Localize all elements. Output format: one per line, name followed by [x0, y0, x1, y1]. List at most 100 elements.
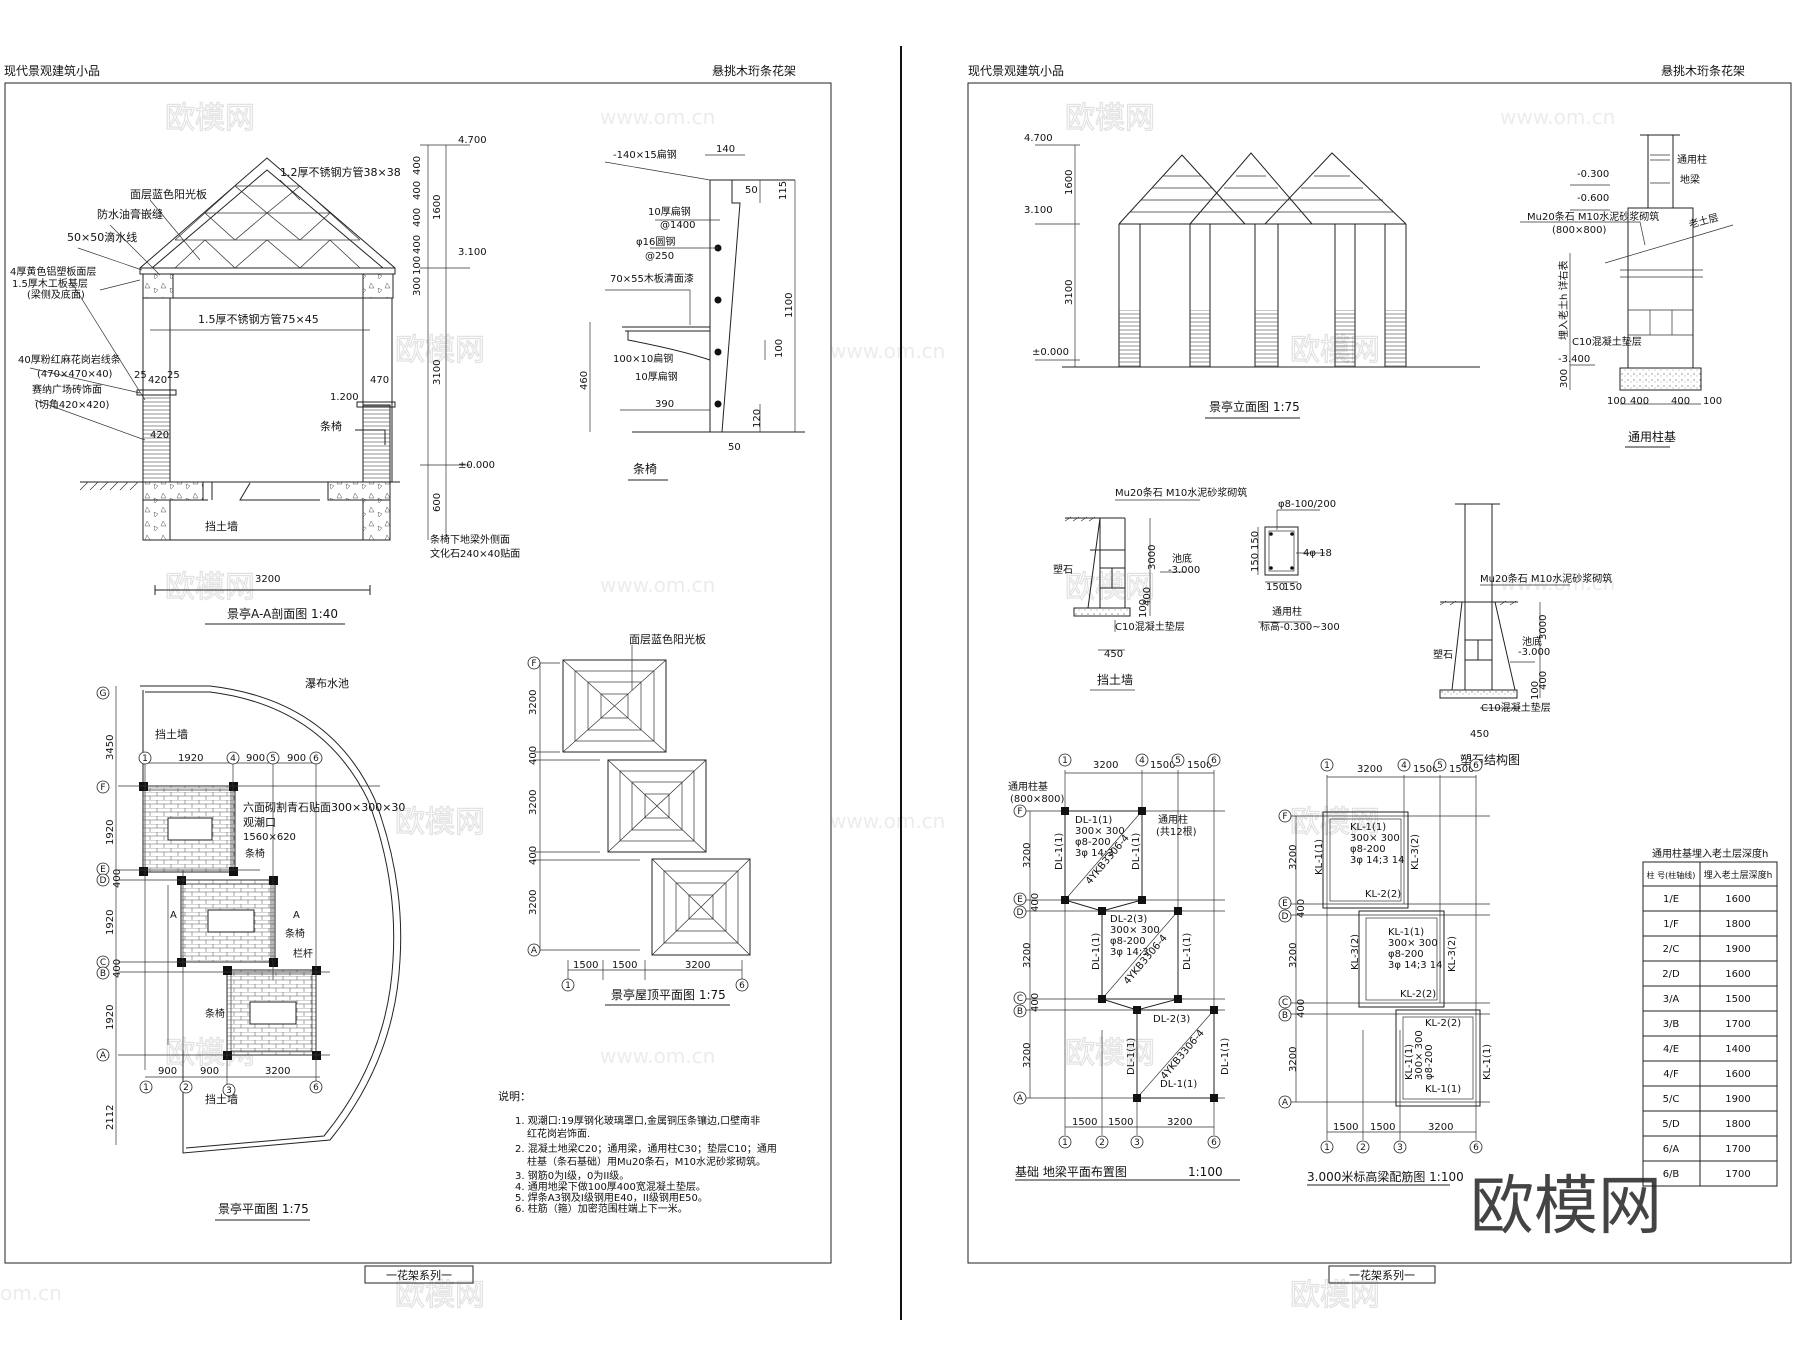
axis-label: 1	[1062, 1138, 1068, 1148]
axis-label: 2	[1099, 1138, 1105, 1148]
label: 塑石	[1433, 649, 1453, 661]
dim: 1600	[1064, 170, 1075, 195]
note-line: 2. 混凝土地梁C20；通用梁，通用柱C30；垫层C10；通用	[515, 1142, 777, 1155]
axis-label: 1	[565, 981, 571, 991]
drawing-scale: 1:100	[1188, 1165, 1223, 1179]
axis-label: A	[531, 946, 538, 956]
elevation-mark: 4.700	[1024, 133, 1053, 144]
dim: 3200	[528, 890, 539, 915]
watermark: www.om.cn	[830, 809, 945, 833]
label: @1400	[660, 220, 695, 231]
beam-label: 300× 300	[1350, 833, 1400, 844]
axis-label: 6	[313, 1083, 319, 1093]
axis-label: 6	[313, 754, 319, 764]
label: Mu20条石 M10水泥砂浆砌筑	[1480, 572, 1612, 585]
dim: 400	[412, 181, 423, 200]
dim: 400	[1030, 993, 1041, 1012]
table-cell-column-id: 6/B	[1663, 1169, 1680, 1180]
watermark: 欧模网	[1065, 101, 1155, 136]
label: 1.5厚木工板基层	[12, 277, 88, 290]
label: 标高-0.300~300	[1260, 620, 1340, 633]
dim: 150	[1266, 582, 1285, 593]
dim: 50	[745, 185, 758, 196]
label: 通用柱	[1677, 153, 1707, 166]
label: 池底	[1172, 552, 1192, 565]
label: (800×800)	[1552, 225, 1606, 236]
table-cell-column-id: 2/D	[1662, 969, 1680, 980]
axis-label: E	[100, 865, 106, 875]
label: 10厚扁钢	[648, 205, 691, 218]
table-header: 埋入老土层深度h	[1704, 869, 1773, 881]
label: 栏杆	[293, 947, 313, 960]
dim: 1500	[1449, 764, 1474, 775]
axis-label: D	[1282, 912, 1289, 922]
beam-label: 300× 300	[1110, 925, 1160, 936]
beam-label: 300× 300	[1388, 938, 1438, 949]
dim: 900	[287, 753, 306, 764]
dim: 3200	[1428, 1122, 1453, 1133]
sheet-footer: 一花架系列一	[1349, 1268, 1415, 1282]
dim: 300	[412, 277, 423, 296]
beam-label: KL-3(2)	[1447, 936, 1458, 972]
dim: 450	[1104, 649, 1123, 660]
label: 挡土墙	[155, 727, 188, 741]
beam-label: KL-2(2)	[1365, 889, 1401, 900]
dim: 3100	[432, 360, 443, 385]
dim: 25	[134, 370, 147, 381]
label: 塑石	[1053, 564, 1073, 576]
beam-label: 3φ 14;3	[1110, 947, 1149, 958]
section-dims-right: 400 400 400 400 1600 100 300 3100 600	[412, 156, 443, 512]
dim: 150	[1250, 553, 1261, 572]
dim: 3200	[1022, 843, 1033, 868]
dim: 600	[432, 493, 443, 512]
table-cell-depth: 1900	[1725, 1094, 1750, 1105]
axis-label: 3	[226, 1086, 232, 1096]
beam-label: KL-3(2)	[1410, 834, 1421, 870]
watermark: www.om.cn	[1500, 105, 1615, 129]
watermark: www.om.cn	[830, 339, 945, 363]
beam-label: DL-1(1)	[1126, 1038, 1137, 1075]
dim: 400	[412, 208, 423, 227]
label: 面层蓝色阳光板	[130, 187, 207, 201]
elevation-mark: 1.200	[330, 392, 359, 403]
watermark: www.om.cn	[600, 105, 715, 129]
elevation-mark: -3.000	[1518, 647, 1550, 658]
label: Mu20条石 M10水泥砂浆砌筑	[1115, 486, 1247, 499]
dim: 3000	[1538, 615, 1549, 640]
label: φ8-100/200	[1278, 499, 1336, 510]
beam-3000-plan-drawing	[1290, 775, 1490, 1186]
axis-label: E	[1282, 899, 1288, 909]
slab-label: 4YKB3306-4	[1159, 1028, 1207, 1082]
axis-label: 1	[1324, 1143, 1330, 1153]
label: 瀑布水池	[305, 677, 349, 690]
dim: 1500	[573, 960, 598, 971]
dim: 3450	[105, 735, 116, 760]
axis-label: 6	[739, 981, 745, 991]
label: 地梁	[1680, 173, 1700, 186]
beam-label: φ8-200	[1424, 1044, 1435, 1080]
label: 赛纳广场砖饰面	[32, 383, 102, 396]
dim: 400	[1030, 893, 1041, 912]
axis-label: 6	[1211, 756, 1217, 766]
axis-label: 2	[1360, 1143, 1366, 1153]
sheet-header-right: 悬挑木珩条花架	[1661, 63, 1745, 78]
general-notes: 说明： 1. 观潮口:19厚钢化玻璃罩口,金属铜压条镶边,口壁南非 红花岗岩饰面…	[498, 1089, 777, 1215]
sheet-frame	[4, 82, 832, 1264]
table-header: 柱 号(柱轴线)	[1647, 870, 1696, 880]
label: (共12根)	[1156, 825, 1197, 838]
drawing-title: 通用柱基	[1628, 429, 1676, 444]
note-line: 3. 钢筋0为I级，0为II级。	[515, 1169, 629, 1182]
sheet-header-right: 悬挑木珩条花架	[712, 63, 796, 78]
elevation-mark: ±0.000	[458, 460, 495, 471]
beam-label: 3φ 14;3 14	[1350, 855, 1405, 866]
beam-label: KL-1(1)	[1388, 927, 1424, 938]
axis-label: 6	[1473, 1143, 1479, 1153]
label: 10厚扁钢	[635, 370, 678, 383]
label: 4厚黄色铝塑板面层	[10, 265, 96, 278]
rock-structure-drawing	[1439, 503, 1570, 709]
watermark: www.om.cn	[600, 1044, 715, 1068]
dim: 1500	[1370, 1122, 1395, 1133]
dim: 140	[716, 144, 735, 155]
label: 70×55木板清面漆	[610, 272, 694, 285]
label: C10混凝土垫层	[1115, 620, 1185, 633]
